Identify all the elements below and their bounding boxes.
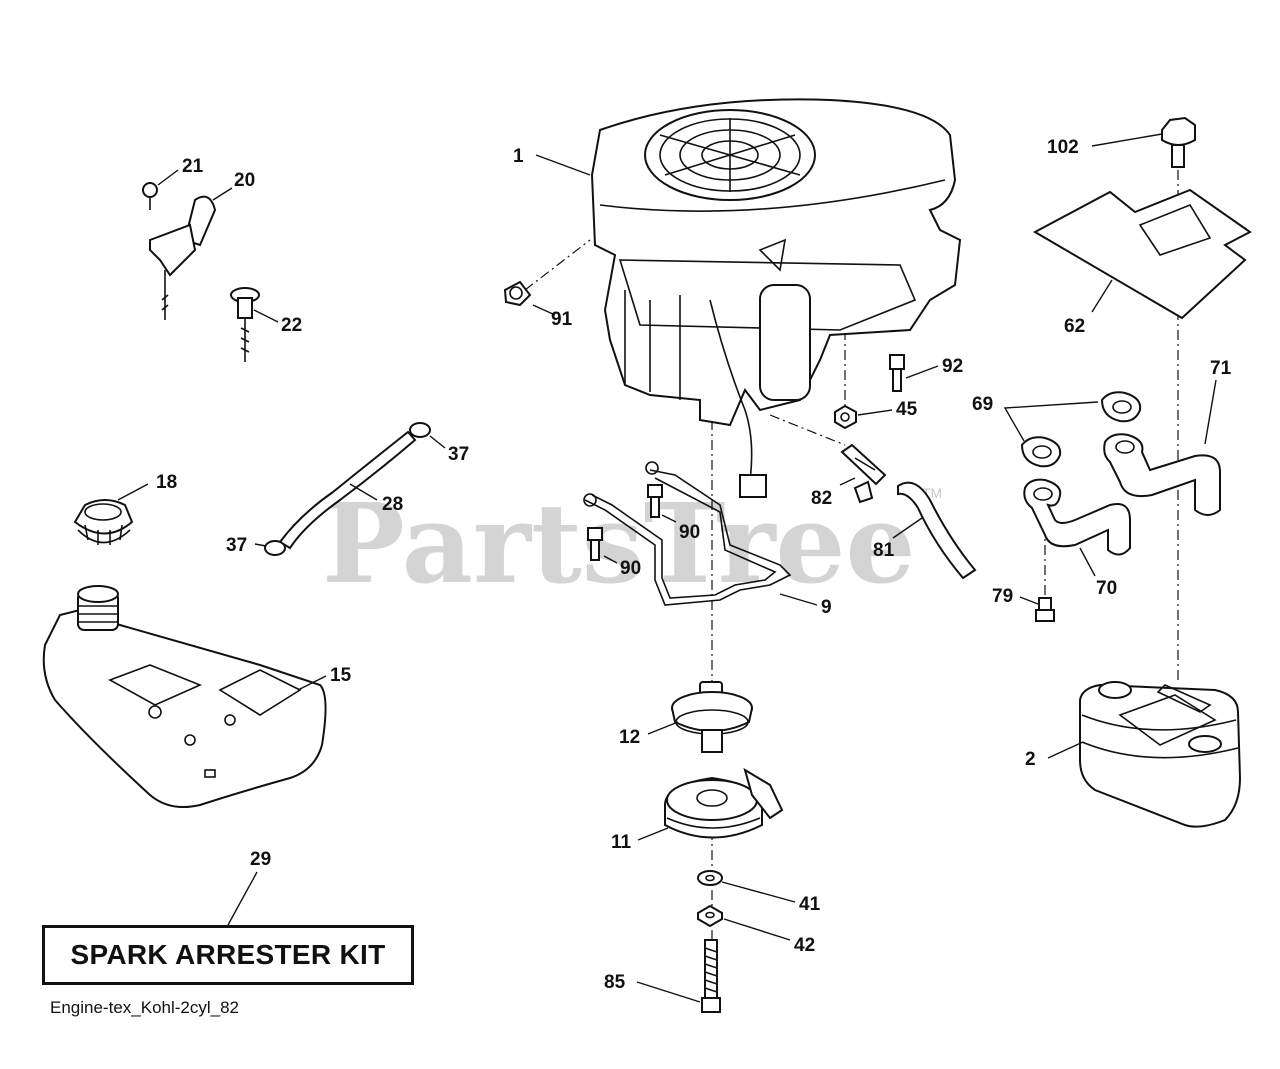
callout-102[interactable]: 102 xyxy=(1047,137,1079,158)
gasket-part-69-left[interactable] xyxy=(1020,436,1062,468)
callout-2[interactable]: 2 xyxy=(1025,749,1036,770)
callout-90-upper[interactable]: 90 xyxy=(679,522,700,543)
clamp-part-37-upper[interactable] xyxy=(409,422,431,438)
kit-leader xyxy=(227,871,258,926)
bolt-part-90-upper[interactable] xyxy=(647,484,663,518)
bolt-part-90-lower[interactable] xyxy=(587,527,603,561)
nut-part-45[interactable] xyxy=(834,404,857,430)
callout-91[interactable]: 91 xyxy=(551,309,573,330)
callout-29[interactable]: 29 xyxy=(250,849,271,870)
callout-11[interactable]: 11 xyxy=(611,832,632,853)
fuel-line-part-28[interactable] xyxy=(278,430,417,550)
callout-45[interactable]: 45 xyxy=(896,399,918,420)
muffler-part-2[interactable] xyxy=(1079,681,1242,828)
callout-18[interactable]: 18 xyxy=(156,472,177,493)
callout-81[interactable]: 81 xyxy=(873,540,895,561)
callout-42[interactable]: 42 xyxy=(794,935,815,956)
exhaust-pipe-part-71[interactable] xyxy=(1103,433,1221,516)
callout-85[interactable]: 85 xyxy=(604,972,626,993)
dipstick-part-22[interactable] xyxy=(230,287,260,362)
callout-79[interactable]: 79 xyxy=(992,586,1013,607)
callout-82[interactable]: 82 xyxy=(811,488,832,509)
watermark-text: PartsTree xyxy=(322,479,916,608)
knob-part-102[interactable] xyxy=(1161,116,1196,168)
wire-harness-part-9[interactable] xyxy=(583,461,792,606)
clutch-part-11[interactable] xyxy=(664,767,784,839)
callout-1[interactable]: 1 xyxy=(513,146,524,167)
callout-28[interactable]: 28 xyxy=(382,494,403,515)
bolt-part-92[interactable] xyxy=(889,354,905,392)
clamp-part-37-lower[interactable] xyxy=(264,540,286,556)
callout-71[interactable]: 71 xyxy=(1210,358,1232,379)
exhaust-pipe-part-70[interactable] xyxy=(1023,478,1131,556)
callout-92[interactable]: 92 xyxy=(942,356,963,377)
callout-37-upper[interactable]: 37 xyxy=(448,444,469,465)
axis-line-82 xyxy=(769,414,846,446)
fitting-part-91[interactable] xyxy=(503,280,532,307)
axis-line-91 xyxy=(524,239,591,291)
spark-arrester-kit-box[interactable]: SPARK ARRESTER KIT xyxy=(42,925,414,985)
callout-9[interactable]: 9 xyxy=(821,597,832,618)
callout-12[interactable]: 12 xyxy=(619,727,640,748)
bolt-part-79[interactable] xyxy=(1035,597,1055,622)
callout-21[interactable]: 21 xyxy=(182,156,204,177)
callout-62[interactable]: 62 xyxy=(1064,316,1085,337)
spark-arrester-kit-label: SPARK ARRESTER KIT xyxy=(70,939,386,970)
callout-15[interactable]: 15 xyxy=(330,665,352,686)
washer-part-41[interactable] xyxy=(697,870,723,886)
callout-90-lower[interactable]: 90 xyxy=(620,558,641,579)
pulley-part-12[interactable] xyxy=(671,681,753,753)
callout-41[interactable]: 41 xyxy=(799,894,821,915)
fuel-cap-part-18[interactable] xyxy=(73,499,134,545)
callout-70[interactable]: 70 xyxy=(1096,578,1117,599)
knob-part-21[interactable] xyxy=(142,182,158,210)
bolt-part-85[interactable] xyxy=(701,939,721,1013)
callout-20[interactable]: 20 xyxy=(234,170,255,191)
callout-22[interactable]: 22 xyxy=(281,315,302,336)
gasket-part-69-right[interactable] xyxy=(1100,391,1142,423)
washer-part-42[interactable] xyxy=(697,904,723,928)
callout-37-lower[interactable]: 37 xyxy=(226,535,247,556)
callout-labels: 1 2 9 11 12 15 18 20 21 22 28 29 37 37 4… xyxy=(156,137,1232,993)
diagram-reference: Engine-tex_Kohl-2cyl_82 xyxy=(50,998,240,1017)
watermark: PartsTree TM xyxy=(322,479,942,608)
fuel-tank-part-15[interactable] xyxy=(42,585,327,808)
fuel-filter-part-82[interactable] xyxy=(840,443,887,504)
engine-part-1[interactable] xyxy=(590,98,962,498)
fuel-hose-part-81[interactable] xyxy=(897,481,977,580)
throttle-part-20[interactable] xyxy=(149,195,217,320)
heat-shield-part-62[interactable] xyxy=(1032,188,1252,320)
callout-69[interactable]: 69 xyxy=(972,394,993,415)
